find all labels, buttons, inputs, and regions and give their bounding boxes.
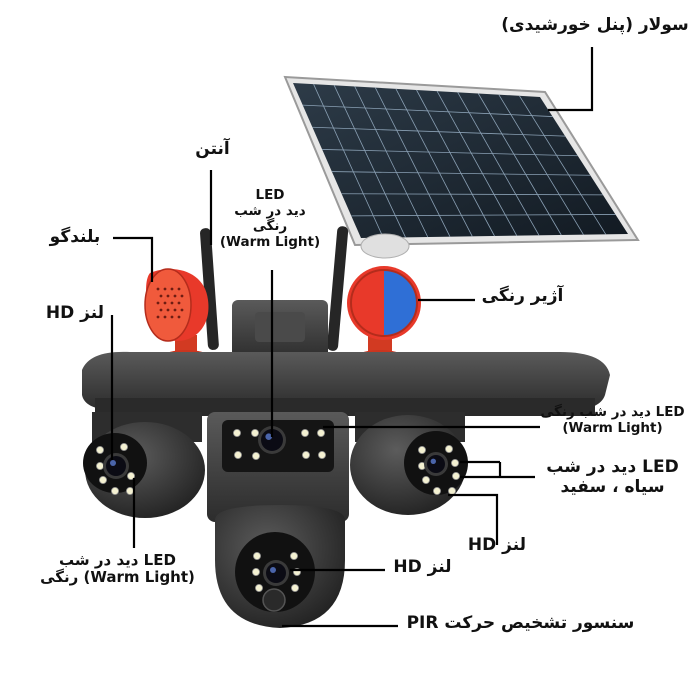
- label-led-right: LED دید در شب رنگی (Warm Light): [530, 404, 695, 436]
- siren: [347, 266, 421, 362]
- label-led-bottom-left-line1: LED دید در شب: [59, 551, 176, 569]
- label-lens-right: لنز HD: [467, 535, 527, 555]
- label-led-top-line2: دید در شب: [234, 202, 306, 219]
- label-led-bottom-left: LED دید در شب (Warm Light) رنگی: [30, 551, 205, 587]
- label-led-top-line1: LED: [255, 187, 285, 203]
- label-speaker: بلندگو: [49, 227, 101, 247]
- label-lens-bottom: لنز HD: [393, 557, 452, 577]
- label-led-right-line1: LED دید در شب رنگی: [540, 404, 685, 420]
- antenna-right: [327, 226, 349, 351]
- label-led-right-line2: (Warm Light): [562, 419, 663, 436]
- label-led-top-line4: (Warm Light): [219, 233, 321, 250]
- callout-lines: [110, 47, 594, 628]
- solar-panel: [283, 75, 640, 247]
- label-siren: آژیر رنگی: [481, 286, 564, 306]
- antenna-left: [200, 228, 219, 350]
- label-solar: سولار (پنل خورشیدی): [501, 15, 689, 35]
- label-led-bw-line1: LED دید در شب: [546, 457, 679, 477]
- label-led-bw-line2: سیاه ، سفید: [560, 476, 665, 497]
- label-led-bottom-left-line2: (Warm Light) رنگی: [40, 568, 195, 587]
- top-housing: [232, 300, 328, 360]
- main-body: [82, 351, 610, 416]
- label-led-top: LED دید در شب رنگی (Warm Light): [200, 187, 340, 250]
- panel-mount: [360, 233, 410, 259]
- label-lens-left: لنز HD: [45, 303, 105, 323]
- label-led-bw: LED دید در شب سیاه ، سفید: [535, 457, 690, 497]
- speaker-horn: [144, 268, 209, 362]
- label-pir: سنسور تشخیص حرکت PIR: [406, 613, 635, 633]
- label-led-top-line3: رنگی: [252, 218, 288, 235]
- label-antenna: آنتن: [195, 139, 230, 159]
